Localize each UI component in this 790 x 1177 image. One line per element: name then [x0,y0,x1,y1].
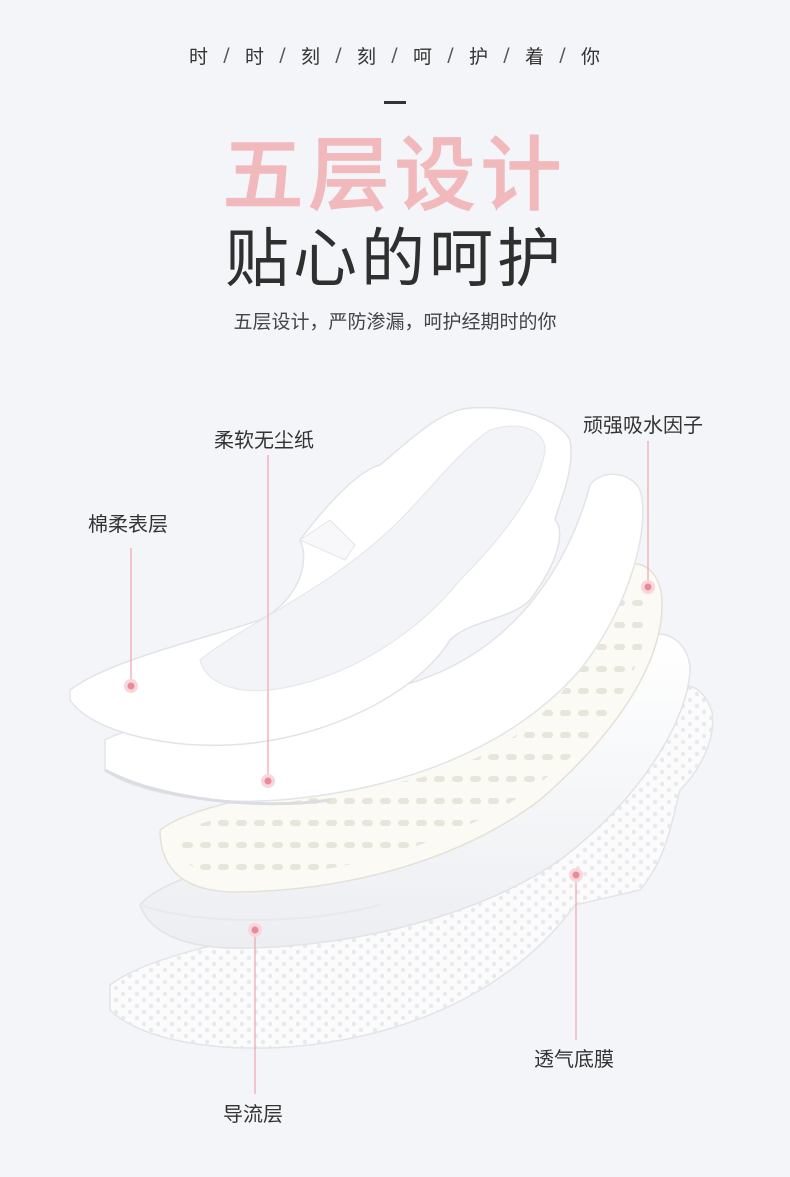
tagline-separator: / [559,44,567,66]
label-absorbent-core: 顽强吸水因子 [583,413,703,437]
tagline-char: 时 [244,45,265,68]
page-description: 五层设计，严防渗漏，呵护经期时的你 [233,311,557,333]
marker-dot-core [127,682,135,690]
leader-absorbent [641,441,655,594]
tagline-separator: / [335,44,343,66]
label-backsheet: 透气底膜 [534,1047,614,1071]
tagline-separator: / [391,44,399,66]
tagline-char: 呵 [412,45,433,68]
tagline-separator: / [503,44,511,66]
marker-dot-core [251,926,259,934]
leader-diversion [248,923,262,1094]
tagline-char: 刻 [300,45,321,68]
tagline-char: 时 [188,45,209,68]
label-tissue-paper: 柔软无尘纸 [214,428,314,452]
tagline-char: 你 [580,45,601,68]
label-diversion-layer: 导流层 [223,1102,283,1126]
tagline-separator: / [223,44,231,66]
marker-dot-core [572,871,580,879]
page-subtitle-heading: 贴心的呵护 [225,223,565,297]
marker-dot-core [264,777,272,785]
leader-tissue [261,455,275,788]
leader-top-sheet [124,548,138,693]
tagline-char: 刻 [356,45,377,68]
tagline-separator: / [279,44,287,66]
tagline-char: 护 [468,45,489,68]
page-title: 五层设计 [223,129,567,222]
marker-dot-core [644,583,652,591]
label-top-sheet: 棉柔表层 [88,512,168,536]
tagline: 时 / 时 / 刻 / 刻 / 呵 / 护 / 着 / 你 [0,40,790,70]
tagline-separator: / [447,44,455,66]
leader-backsheet [569,868,583,1040]
top-sheet-layer [69,406,572,747]
tagline-char: 着 [524,45,545,68]
title-divider [384,101,406,104]
